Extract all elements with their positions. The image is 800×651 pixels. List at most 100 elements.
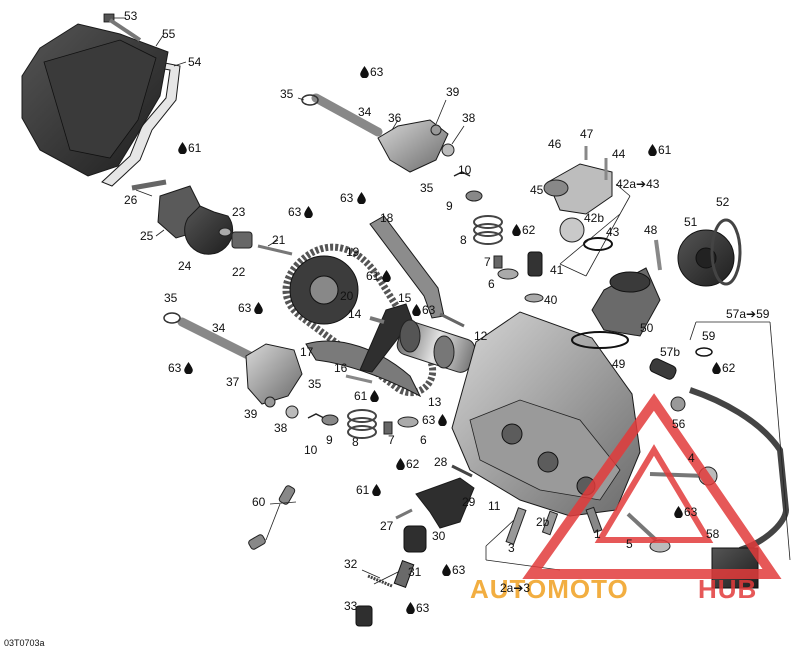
lube-callout-62: 62 [396, 457, 420, 471]
sleeve-3 [505, 507, 527, 545]
callout-22: 22 [232, 265, 246, 279]
callout-1: 1 [594, 527, 601, 541]
oil-drop-icon [512, 224, 521, 236]
callout-63: 63 [340, 191, 354, 205]
callout-28: 28 [434, 455, 448, 469]
valve-cover-gasket [101, 59, 181, 187]
callout-43: 43 [606, 225, 620, 239]
thermostat-42b [559, 217, 585, 243]
callout-39: 39 [446, 85, 460, 99]
valve-seal-7-upper [493, 255, 503, 269]
callout-55: 55 [162, 27, 176, 41]
retainer-9-upper [465, 190, 483, 202]
callout-39: 39 [244, 407, 258, 421]
lube-callout-63: 63 [442, 563, 466, 577]
callout-labels: 53 55 54 35 63 39 34 36 38 10 35 63 9 61… [124, 9, 770, 637]
callout-63: 63 [422, 413, 436, 427]
callout-7: 7 [388, 433, 395, 447]
callout-53: 53 [124, 9, 138, 23]
clip-28 [451, 464, 473, 478]
lube-callout-63: 63 [422, 413, 447, 427]
callout-2b: 2b [536, 515, 550, 529]
oil-drop-icon [304, 206, 313, 218]
washer-6-lower [397, 416, 419, 428]
callout-6: 6 [420, 433, 427, 447]
lube-callout-61: 61 [648, 143, 672, 157]
callout-52: 52 [716, 195, 730, 209]
callout-14: 14 [348, 307, 362, 321]
lube-callout-63: 63 [674, 505, 698, 519]
clamp-52 [710, 218, 742, 286]
callout-9: 9 [326, 433, 333, 447]
callout-61: 61 [366, 269, 380, 283]
callout-48: 48 [644, 223, 658, 237]
callout-62: 62 [722, 361, 736, 375]
bolt-12 [439, 312, 465, 328]
callout-34: 34 [212, 321, 226, 335]
callout-36: 36 [388, 111, 402, 125]
oil-drop-icon [254, 302, 263, 314]
washer-6-upper [497, 268, 519, 280]
oil-drop-icon [184, 362, 193, 374]
intake-boot-opening [609, 271, 651, 293]
callout-59: 59 [702, 329, 716, 343]
sleeve-2b [541, 510, 559, 536]
timing-chain [282, 243, 437, 397]
nut-56 [670, 396, 686, 412]
callout-37: 37 [226, 375, 240, 389]
callout-35: 35 [308, 377, 322, 391]
lube-callout-63 [406, 622, 416, 637]
oil-drop-icon [412, 304, 421, 316]
thermostat-outlet [543, 179, 569, 197]
callout-50: 50 [640, 321, 654, 335]
pin-16 [345, 374, 373, 384]
callout-29: 29 [462, 495, 476, 509]
valve-seal-7-lower [383, 421, 393, 435]
callout-32: 32 [344, 557, 358, 571]
valve-port-a [501, 423, 523, 445]
callout-35: 35 [164, 291, 178, 305]
rocker-arm-lower [245, 343, 303, 405]
callout-61: 61 [188, 141, 202, 155]
nut-38-upper [441, 143, 455, 157]
callout-42a-43: 42a➔43 [616, 177, 660, 191]
breather-tube-58 [689, 387, 790, 553]
adjuster-39-upper [430, 124, 442, 136]
callout-61: 61 [658, 143, 672, 157]
screw-27 [395, 508, 413, 520]
leader-lines [114, 17, 791, 585]
callout-63: 63 [422, 303, 436, 317]
sensor-41 [527, 251, 543, 277]
plunger-31 [393, 560, 415, 588]
oil-drop-icon [360, 66, 369, 78]
valve-port-b [537, 451, 559, 473]
callout-63: 63 [370, 65, 384, 79]
callout-13: 13 [428, 395, 442, 409]
callout-8: 8 [460, 233, 467, 247]
diagram-code: 03T0703a [4, 638, 45, 648]
valve-spring-upper [473, 215, 503, 245]
lube-callout-63: 63 [340, 191, 366, 205]
tensioner-piston-22 [231, 231, 253, 249]
rocker-shaft-lower [177, 317, 255, 361]
callout-3: 3 [508, 541, 515, 555]
callout-19: 19 [346, 245, 360, 259]
lube-callout-61: 61 [354, 389, 379, 403]
o-ring-49 [571, 331, 629, 349]
lube-callout-62: 62 [512, 223, 536, 237]
gasket-43 [583, 237, 613, 251]
valve-guide-1 [585, 506, 603, 534]
dowel-60b [248, 534, 266, 550]
callout-33: 33 [344, 599, 358, 613]
adjuster-39-lower [264, 396, 276, 408]
plunger-30 [403, 525, 427, 553]
o-ring-35-upper [301, 94, 319, 106]
oil-drop-icon-hidden [406, 622, 416, 637]
bolt-14 [369, 316, 385, 324]
oil-drop-icon [442, 564, 451, 576]
callout-34: 34 [358, 105, 372, 119]
lube-callout-63: 63 [238, 301, 263, 315]
oil-drop-icon [370, 390, 379, 402]
stud-48 [654, 239, 662, 271]
callout-62: 62 [406, 457, 420, 471]
